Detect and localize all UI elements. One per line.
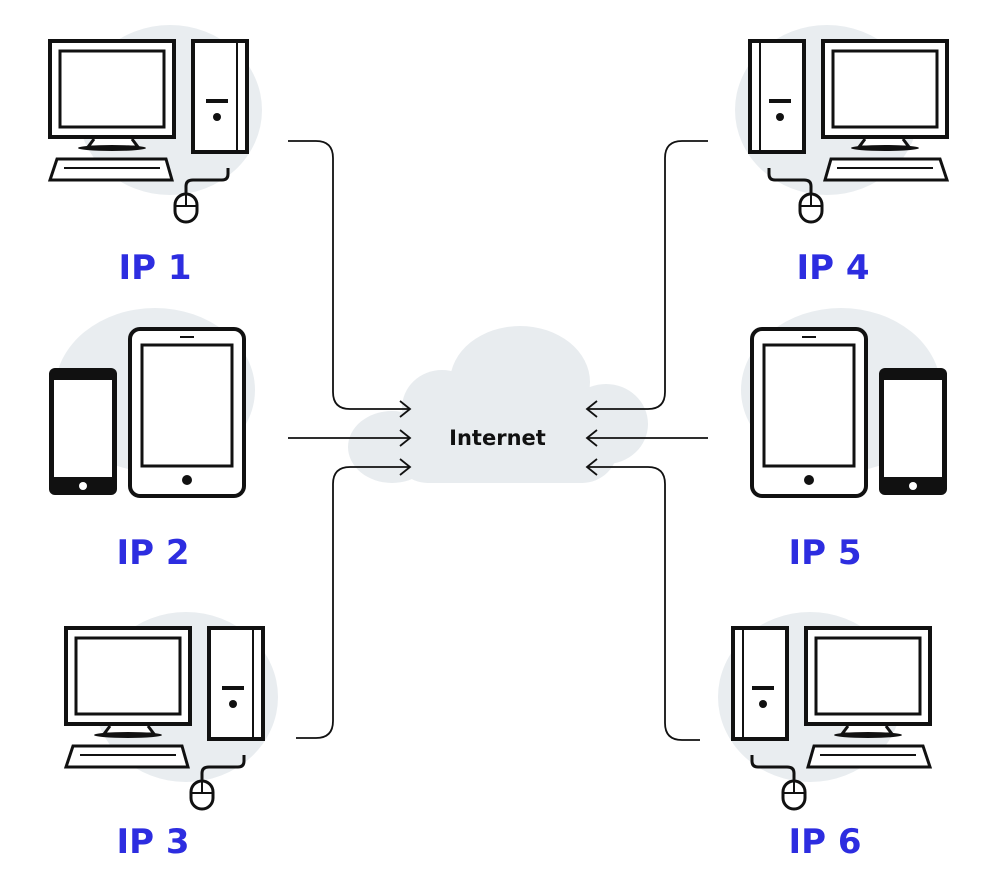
connector-ip4	[587, 140, 708, 410]
arrowhead	[399, 400, 412, 418]
ip-label-5: IP 5	[788, 533, 862, 573]
phone-and-tablet-icon	[739, 306, 949, 498]
arrowhead	[585, 429, 598, 447]
ip-label-3: IP 3	[116, 822, 190, 862]
ip-label-4: IP 4	[796, 248, 870, 288]
desktop-computer-icon	[733, 23, 949, 224]
arrowhead	[399, 429, 412, 447]
connector-ip3	[296, 466, 410, 739]
ip-label-1: IP 1	[118, 248, 192, 288]
phone-and-tablet-icon	[47, 306, 257, 498]
connector-ip1	[288, 140, 410, 410]
internet-label: Internet	[449, 426, 546, 450]
desktop-computer-icon	[716, 610, 932, 811]
arrowhead	[399, 458, 412, 476]
ip-label-2: IP 2	[116, 533, 190, 573]
internet-cloud-icon	[348, 326, 648, 483]
ip-label-6: IP 6	[788, 822, 862, 862]
arrowhead	[585, 458, 598, 476]
connector-ip6	[587, 466, 700, 741]
arrowhead	[585, 400, 598, 418]
desktop-computer-icon	[48, 23, 264, 224]
desktop-computer-icon	[64, 610, 280, 811]
